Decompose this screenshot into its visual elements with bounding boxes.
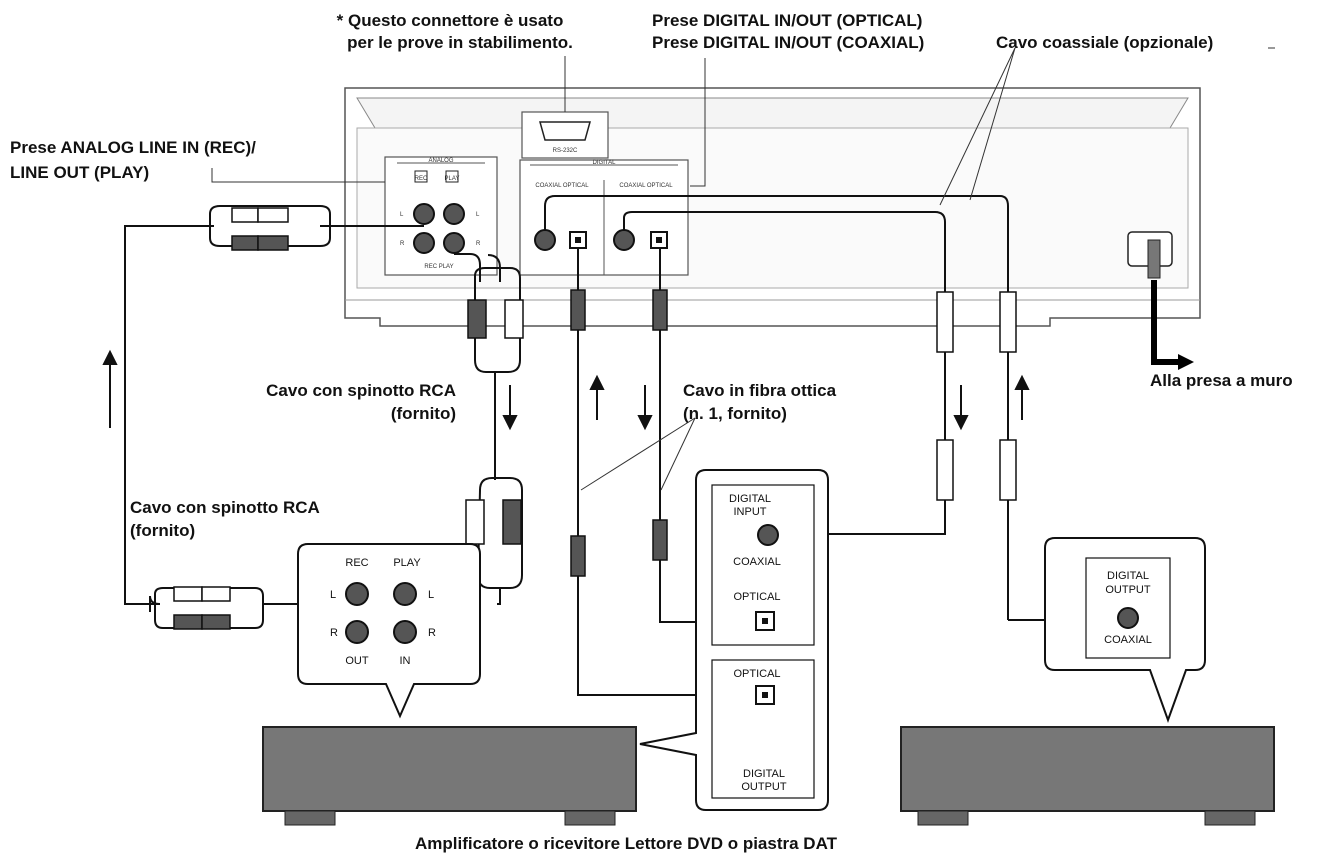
analog-l-left: L <box>400 212 404 218</box>
amp-l-left: L <box>330 589 336 601</box>
leader-lines <box>211 47 1275 491</box>
rs232c-label: RS-232C <box>553 148 578 154</box>
amp-play-label: PLAY <box>393 557 421 569</box>
rca-plugs-vertical-upper <box>467 299 524 339</box>
digital-coaxial-label: Prese DIGITAL IN/OUT (COAXIAL) <box>652 33 924 52</box>
direction-arrows <box>102 349 1030 431</box>
amp-out-label: OUT <box>345 655 369 667</box>
amp-in-label: IN <box>400 655 411 667</box>
bottom-caption: Amplificatore o ricevitore Lettore DVD o… <box>415 834 838 853</box>
right-coaxial-label: COAXIAL <box>1104 634 1152 646</box>
rca-lower-label-2: (fornito) <box>130 521 195 540</box>
rca-plugs-vertical-lower <box>465 499 522 545</box>
coax-plugs <box>936 291 1017 501</box>
digital-sub-right: COAXIAL OPTICAL <box>619 183 673 189</box>
rs232c-connector: RS-232C <box>521 111 609 159</box>
factory-note-line-1: * Questo connettore è usato <box>337 11 564 30</box>
dat-optical-top-label: OPTICAL <box>733 591 780 603</box>
optical-plugs <box>570 289 668 577</box>
right-output-label: OUTPUT <box>1105 584 1151 596</box>
coax-cable-label: Cavo coassiale (opzionale) <box>996 33 1213 52</box>
analog-play-label: PLAY <box>445 176 460 182</box>
analog-label-line-2: LINE OUT (PLAY) <box>10 163 149 182</box>
optical-cable-label-1: Cavo in fibra ottica <box>683 381 837 400</box>
power-cord <box>1127 231 1194 370</box>
callout-labels: * Questo connettore è usato per le prove… <box>10 11 1293 853</box>
analog-r-right: R <box>476 241 481 247</box>
amp-r-left: R <box>330 627 338 639</box>
dat-digital-input-1: DIGITAL <box>729 493 771 505</box>
amp-rec-label: REC <box>345 557 368 569</box>
analog-l-right: L <box>476 212 480 218</box>
factory-note-line-2: per le prove in stabilimento. <box>347 33 573 52</box>
analog-jack-panel: ANALOG REC PLAY L L R R REC PLAY <box>384 156 498 276</box>
dat-optical-bottom-label: OPTICAL <box>733 668 780 680</box>
rca-upper-label-2: (fornito) <box>391 404 456 423</box>
rca-plugs-upper-left <box>231 207 289 251</box>
optical-cable-label-2: (n. 1, fornito) <box>683 404 787 423</box>
amplifier-jack-bubble: REC PLAY L L R R OUT IN <box>297 543 481 719</box>
dat-digital-output-2: OUTPUT <box>741 781 787 793</box>
digital-title: DIGITAL <box>593 160 617 166</box>
dat-device <box>900 726 1275 826</box>
digital-sub-left: COAXIAL OPTICAL <box>535 183 589 189</box>
rca-plugs-lower-left <box>173 586 231 630</box>
right-digital-label: DIGITAL <box>1107 570 1149 582</box>
digital-optical-label: Prese DIGITAL IN/OUT (OPTICAL) <box>652 11 922 30</box>
amplifier-device <box>262 726 637 826</box>
dat-digital-input-2: INPUT <box>734 506 767 518</box>
analog-title: ANALOG <box>428 158 453 164</box>
analog-rec-label: REC <box>415 176 428 182</box>
analog-label-line-1: Prese ANALOG LINE IN (REC)/ <box>10 138 256 157</box>
amp-r-right: R <box>428 627 436 639</box>
rca-lower-label-1: Cavo con spinotto RCA <box>130 498 320 517</box>
right-device-jack-bubble: DIGITAL OUTPUT COAXIAL <box>1044 537 1206 723</box>
dat-jack-bubble: DIGITAL INPUT COAXIAL OPTICAL OPTICAL DI… <box>639 469 829 811</box>
wall-outlet-label: Alla presa a muro <box>1150 371 1293 390</box>
amp-l-right: L <box>428 589 434 601</box>
rca-upper-label-1: Cavo con spinotto RCA <box>266 381 456 400</box>
analog-r-left: R <box>400 241 405 247</box>
dat-coaxial-label: COAXIAL <box>733 556 781 568</box>
analog-recplay-label: REC PLAY <box>424 264 453 270</box>
dat-digital-output-1: DIGITAL <box>743 768 785 780</box>
